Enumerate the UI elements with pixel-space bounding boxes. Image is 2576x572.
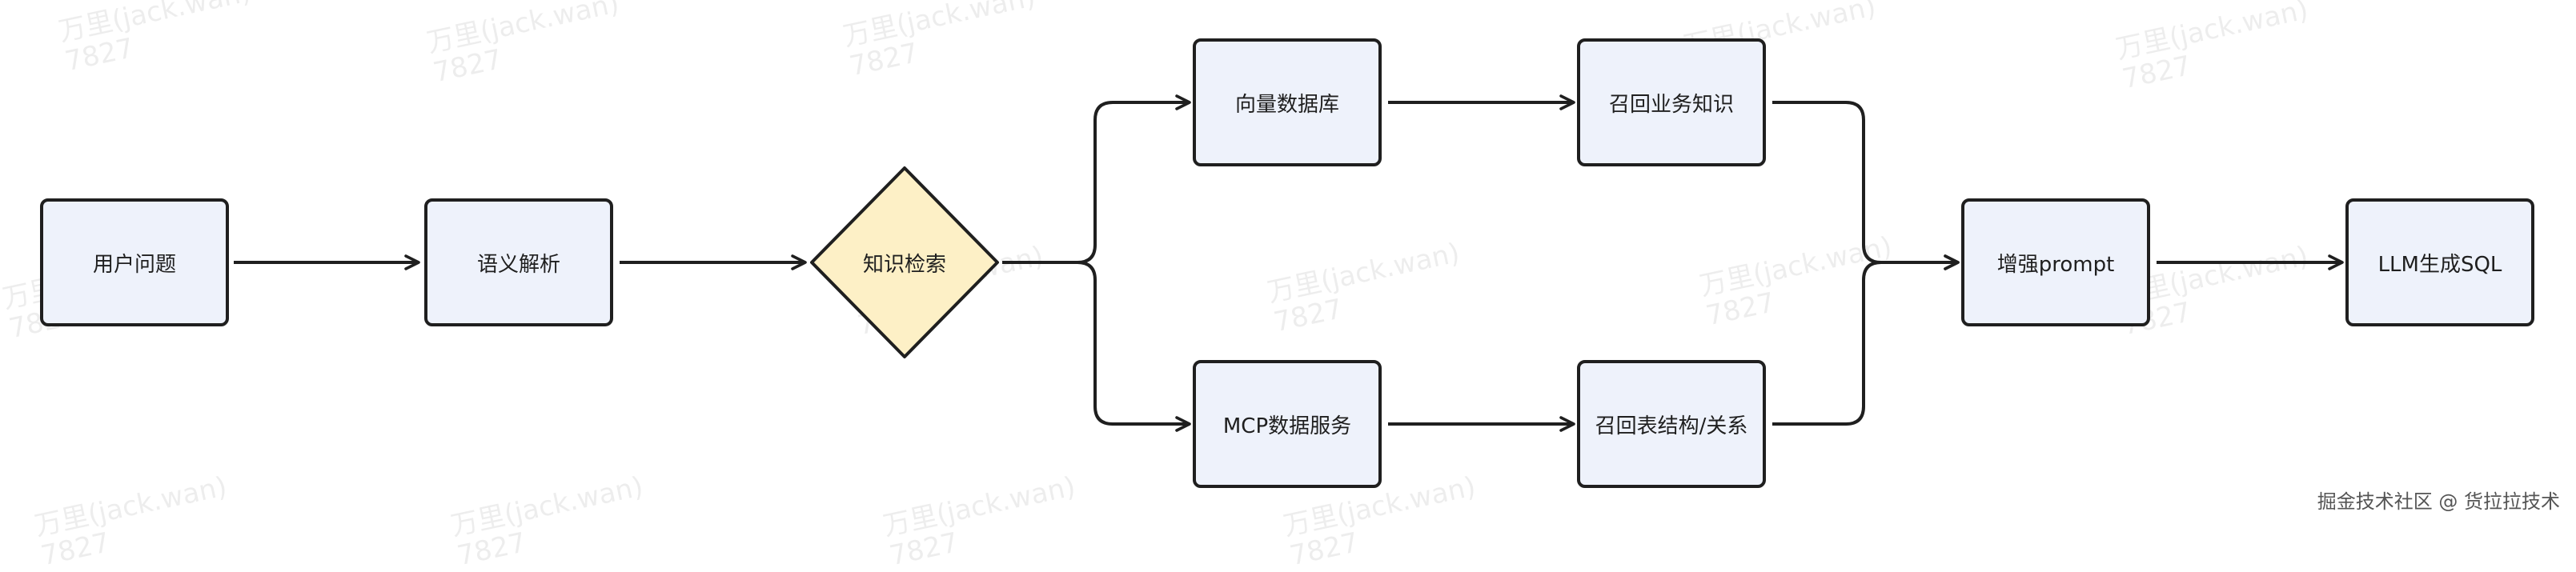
node-mcp-service: MCP数据服务 <box>1193 360 1382 488</box>
edge-recall-schema-to-prompt <box>1772 254 1960 426</box>
edge-layer <box>234 94 2344 432</box>
node-label: 向量数据库 <box>1234 92 1339 117</box>
decision-diamond <box>810 166 999 358</box>
node-label: 语义解析 <box>476 252 560 277</box>
node-label: 召回表结构/关系 <box>1595 414 1748 438</box>
node-recall-business: 召回业务知识 <box>1577 38 1766 166</box>
node-semantic-parse: 语义解析 <box>424 198 613 326</box>
node-augment-prompt: 增强prompt <box>1961 198 2150 326</box>
edge-search-to-mcp <box>1002 261 1191 432</box>
node-knowledge-search: 知识检索 <box>809 165 1001 360</box>
footer-credit: 掘金技术社区 @ 货拉拉技术 <box>2317 490 2560 513</box>
node-label: 用户问题 <box>92 252 176 277</box>
edge-search-to-vector <box>1002 94 1191 264</box>
node-label: 增强prompt <box>1996 252 2115 277</box>
node-label: 知识检索 <box>862 252 946 277</box>
edge-recall-business-to-prompt <box>1772 101 1960 270</box>
node-label: LLM生成SQL <box>2377 252 2502 277</box>
node-llm-sql: LLM生成SQL <box>2345 198 2534 326</box>
node-label: MCP数据服务 <box>1222 414 1352 438</box>
node-recall-schema: 召回表结构/关系 <box>1577 360 1766 488</box>
node-user-question: 用户问题 <box>40 198 229 326</box>
node-vector-db: 向量数据库 <box>1193 38 1382 166</box>
node-label: 召回业务知识 <box>1608 92 1734 117</box>
